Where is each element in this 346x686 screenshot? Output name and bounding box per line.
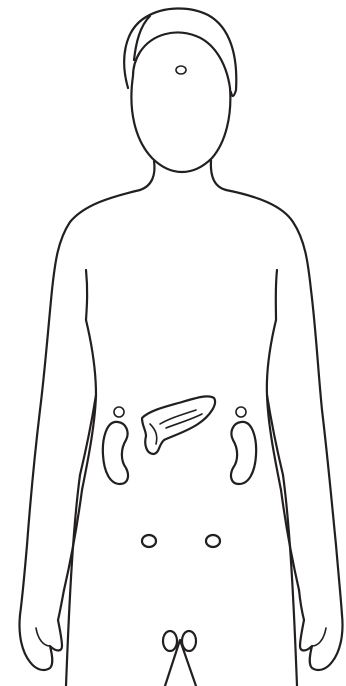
pancreas: [142, 396, 215, 454]
left-kidney: [103, 422, 128, 484]
right-thumb: [312, 628, 326, 646]
left-thumb: [36, 628, 50, 646]
left-shoulder-arm: [20, 190, 140, 615]
torso-left: [86, 270, 87, 320]
right-hand: [299, 590, 343, 670]
right-shoulder-arm: [226, 190, 342, 615]
head-outline: [131, 33, 230, 172]
left-testis: [163, 631, 177, 651]
pituitary-gland: [176, 66, 186, 74]
inner-legs: [165, 640, 196, 686]
right-kidney: [231, 422, 256, 484]
right-inner-arm: [267, 320, 299, 590]
right-adrenal-gland: [236, 407, 246, 417]
neck-left: [140, 161, 154, 190]
left-ovary: [142, 535, 156, 547]
right-testis: [182, 631, 196, 651]
torso-right: [276, 270, 277, 320]
left-leg-outer: [66, 475, 80, 686]
right-ovary: [206, 535, 220, 547]
right-leg-outer: [283, 475, 297, 686]
left-inner-arm: [64, 320, 96, 590]
left-adrenal-gland: [114, 407, 124, 417]
left-hand: [19, 590, 64, 670]
hair-part: [134, 16, 150, 60]
neck-right: [211, 160, 226, 190]
